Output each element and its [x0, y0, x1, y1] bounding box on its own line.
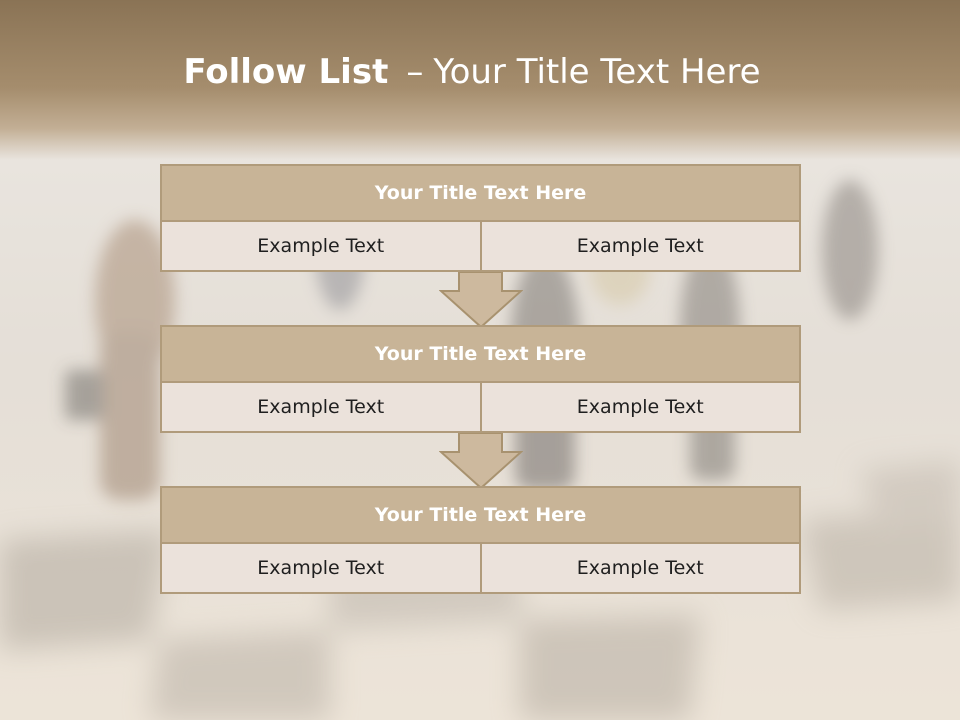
block-row: Example Text Example Text [160, 222, 801, 272]
block-cell-left: Example Text [162, 222, 480, 270]
list-block-1: Your Title Text Here Example Text Exampl… [160, 164, 801, 272]
block-cell-left: Example Text [162, 383, 480, 431]
title-rest: Your Title Text Here [433, 52, 761, 92]
block-cell-left: Example Text [162, 544, 480, 592]
block-cell-right: Example Text [479, 222, 799, 270]
list-block-2: Your Title Text Here Example Text Exampl… [160, 325, 801, 433]
down-arrow-icon [439, 432, 523, 490]
header-band [0, 0, 960, 160]
down-arrow-icon [439, 271, 523, 329]
block-cell-right: Example Text [479, 544, 799, 592]
block-header: Your Title Text Here [160, 164, 801, 222]
title-separator: – [406, 52, 424, 92]
block-row: Example Text Example Text [160, 544, 801, 594]
list-block-3: Your Title Text Here Example Text Exampl… [160, 486, 801, 594]
title-strong: Follow List [183, 52, 389, 92]
block-header: Your Title Text Here [160, 486, 801, 544]
block-header: Your Title Text Here [160, 325, 801, 383]
block-row: Example Text Example Text [160, 383, 801, 433]
slide-title: Follow List–Your Title Text Here [0, 52, 944, 92]
block-cell-right: Example Text [479, 383, 799, 431]
